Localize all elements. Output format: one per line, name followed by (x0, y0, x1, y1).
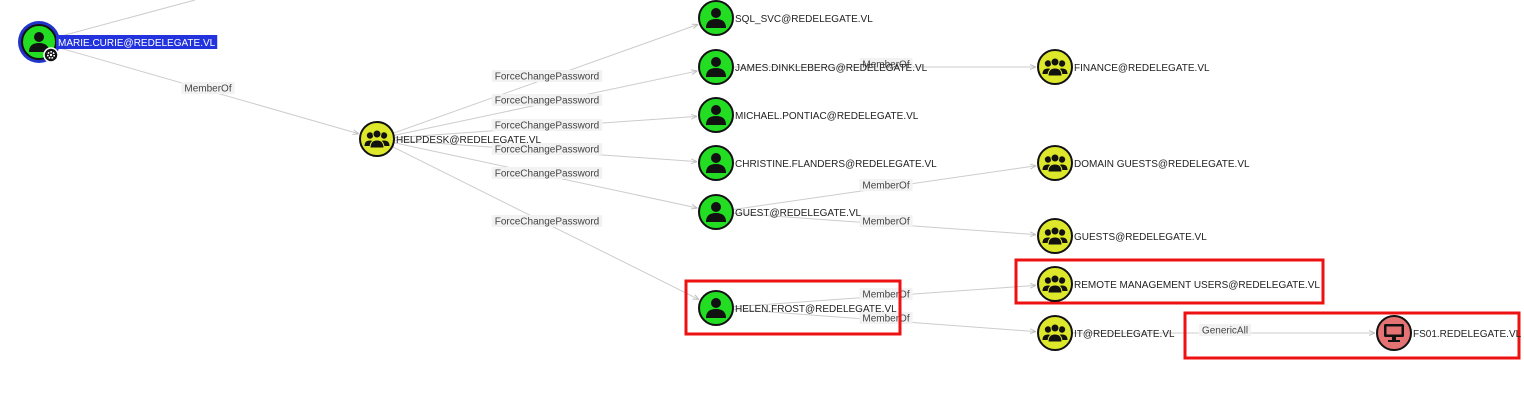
edge-label-background (181, 82, 235, 94)
node-marie-curie-redelegate-vl[interactable]: MARIE.CURIE@REDELEGATE.VL (18, 21, 218, 63)
node-label: CHRISTINE.FLANDERS@REDELEGATE.VL (735, 159, 937, 170)
edge-label-forcechangepassword: ForceChangePassword (491, 167, 603, 180)
edge-label-background (491, 167, 603, 179)
node-remote-management-users-redelegate-vl[interactable]: REMOTE MANAGEMENT USERS@REDELEGATE.VL (1037, 266, 1320, 302)
highlight-box-fs01-redelegate-vl (1183, 311, 1521, 360)
node-label: MARIE.CURIE@REDELEGATE.VL (58, 38, 216, 49)
node-helpdesk-redelegate-vl[interactable]: HELPDESK@REDELEGATE.VL (359, 121, 541, 157)
edge-label-forcechangepassword: ForceChangePassword (491, 215, 603, 228)
edge-label-text: ForceChangePassword (495, 217, 600, 228)
edge-labels-layer: MemberOfForceChangePasswordForceChangePa… (181, 58, 1252, 337)
user-icon (706, 298, 726, 318)
node-james-dinkleberg-redelegate-vl[interactable]: JAMES.DINKLEBERG@REDELEGATE.VL (698, 49, 928, 85)
node-guests-redelegate-vl[interactable]: GUESTS@REDELEGATE.VL (1037, 218, 1207, 254)
node-christine-flanders-redelegate-vl[interactable]: CHRISTINE.FLANDERS@REDELEGATE.VL (698, 145, 937, 181)
edge-label-memberof: MemberOf (181, 82, 235, 95)
edge-label-background (491, 119, 603, 131)
edge-label-background (859, 215, 913, 227)
computer-icon (1384, 324, 1404, 342)
group-icon (1042, 57, 1068, 77)
group-node-circle (1037, 218, 1073, 254)
highlight-boxes-layer (684, 258, 1521, 360)
edge-label-text: MemberOf (862, 60, 909, 71)
edge-label-forcechangepassword: ForceChangePassword (491, 94, 603, 107)
group-node-circle (1037, 266, 1073, 302)
node-label: IT@REDELEGATE.VL (1074, 329, 1175, 340)
edge-label-text: ForceChangePassword (495, 145, 600, 156)
node-domain-guests-redelegate-vl[interactable]: DOMAIN GUESTS@REDELEGATE.VL (1037, 145, 1250, 181)
node-label: FS01.REDELEGATE.VL (1413, 329, 1522, 340)
node-it-redelegate-vl[interactable]: IT@REDELEGATE.VL (1037, 315, 1175, 351)
edge-label-text: ForceChangePassword (495, 96, 600, 107)
node-label: JAMES.DINKLEBERG@REDELEGATE.VL (735, 63, 928, 74)
user-icon (706, 57, 726, 77)
node-label: FINANCE@REDELEGATE.VL (1074, 63, 1210, 74)
node-label: GUEST@REDELEGATE.VL (735, 208, 862, 219)
edge-label-background (859, 58, 913, 70)
edge-label-text: MemberOf (862, 217, 909, 228)
edge-label-text: ForceChangePassword (495, 121, 600, 132)
node-label: MICHAEL.PONTIAC@REDELEGATE.VL (735, 111, 919, 122)
edge-marie-curie-redelegate-vl-to-offscreen[interactable] (55, 0, 196, 39)
edge-label-forcechangepassword: ForceChangePassword (491, 119, 603, 132)
edge-label-text: GenericAll (1202, 326, 1248, 337)
group-node-circle (1037, 49, 1073, 85)
user-icon (706, 202, 726, 222)
node-sql-svc-redelegate-vl[interactable]: SQL_SVC@REDELEGATE.VL (698, 0, 873, 36)
edge-label-background (491, 215, 603, 227)
group-icon (1042, 153, 1068, 173)
user-icon (706, 153, 726, 173)
group-icon (1042, 323, 1068, 343)
edge-label-background (859, 179, 913, 191)
nodes-layer: MARIE.CURIE@REDELEGATE.VL HELPDESK@REDELE… (18, 0, 1522, 351)
node-fs01-redelegate-vl[interactable]: FS01.REDELEGATE.VL (1376, 315, 1522, 351)
edge-label-forcechangepassword: ForceChangePassword (491, 70, 603, 83)
node-guest-redelegate-vl[interactable]: GUEST@REDELEGATE.VL (698, 194, 862, 230)
edge-label-text: ForceChangePassword (495, 72, 600, 83)
user-icon (29, 32, 49, 52)
highlight-box-helen-frost-redelegate-vl (684, 279, 902, 336)
edge-label-background (491, 94, 603, 106)
edge-label-text: MemberOf (862, 181, 909, 192)
edge-label-background (491, 70, 603, 82)
group-node-circle (1037, 145, 1073, 181)
node-label: HELEN.FROST@REDELEGATE.VL (735, 304, 897, 315)
edge-label-text: ForceChangePassword (495, 169, 600, 180)
edge-label-genericall: GenericAll (1198, 324, 1252, 337)
edge-label-background (491, 143, 603, 155)
node-michael-pontiac-redelegate-vl[interactable]: MICHAEL.PONTIAC@REDELEGATE.VL (698, 97, 919, 133)
group-icon (364, 129, 390, 149)
group-node-circle (359, 121, 395, 157)
node-helen-frost-redelegate-vl[interactable]: HELEN.FROST@REDELEGATE.VL (698, 290, 897, 326)
node-label: DOMAIN GUESTS@REDELEGATE.VL (1074, 159, 1250, 170)
edge-label-memberof: MemberOf (859, 288, 913, 301)
highlight-box-remote-management-users-redelegate-vl (1014, 258, 1325, 305)
node-label: GUESTS@REDELEGATE.VL (1074, 232, 1207, 243)
selected-label-highlight (56, 35, 218, 49)
group-icon (1042, 274, 1068, 294)
edge-label-text: MemberOf (862, 290, 909, 301)
edge-label-background (1198, 324, 1252, 336)
edge-label-text: MemberOf (862, 314, 909, 325)
edge-label-memberof: MemberOf (859, 215, 913, 228)
edge-label-text: MemberOf (184, 84, 231, 95)
group-icon (1042, 226, 1068, 246)
user-icon (706, 105, 726, 125)
edge-label-forcechangepassword: ForceChangePassword (491, 143, 603, 156)
owned-badge-icon (43, 47, 59, 63)
node-finance-redelegate-vl[interactable]: FINANCE@REDELEGATE.VL (1037, 49, 1210, 85)
node-label: HELPDESK@REDELEGATE.VL (396, 135, 541, 146)
node-label: SQL_SVC@REDELEGATE.VL (735, 14, 873, 25)
node-label: REMOTE MANAGEMENT USERS@REDELEGATE.VL (1074, 280, 1320, 291)
edge-label-memberof: MemberOf (859, 179, 913, 192)
user-icon (706, 8, 726, 28)
group-node-circle (1037, 315, 1073, 351)
edge-label-memberof: MemberOf (859, 58, 913, 71)
